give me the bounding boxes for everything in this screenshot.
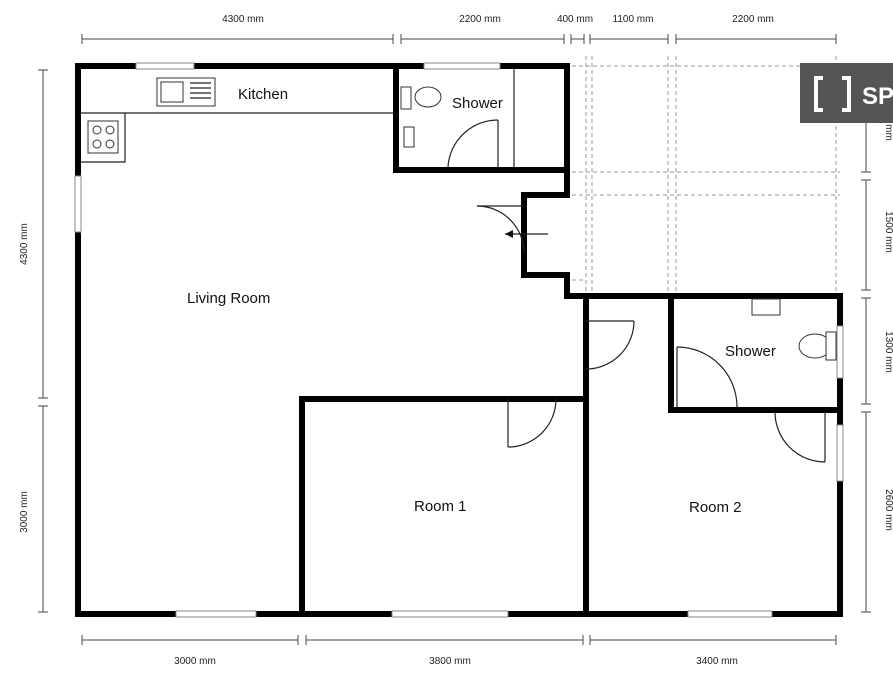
dim-right-3: 1300 mm [883,331,893,373]
room-labels: Kitchen Shower Living Room Shower Room 1… [187,86,776,516]
dim-top-5: 2200 mm [732,14,774,25]
right-shower-fixtures [751,298,837,361]
doors [476,205,826,463]
logo-text: SP [862,83,893,110]
dim-right-2: 1500 mm [883,211,893,253]
toilet-icon [414,86,442,108]
bracket-logo-icon [814,76,851,112]
entrance-arrow-icon [505,230,513,238]
dim-left-2: 3000 mm [19,491,30,533]
living-room-label: Living Room [187,290,270,307]
logo-badge: SP [800,63,893,123]
dim-top-2: 2200 mm [459,14,501,25]
stove-icon [87,120,119,154]
left-dimensions: 4300 mm 3000 mm [19,69,48,613]
walls [75,63,843,617]
windows [74,62,844,618]
kitchen-label: Kitchen [238,86,288,103]
room1-label: Room 1 [414,498,467,515]
top-dimensions: 4300 mm 2200 mm 400 mm 1100 mm 2200 mm [81,14,837,44]
shower-top-label: Shower [452,95,503,112]
dim-bottom-3: 3400 mm [696,656,738,667]
dim-right-4: 2600 mm [883,489,893,531]
dim-left-1: 4300 mm [19,223,30,265]
room2-label: Room 2 [689,499,742,516]
kitchen-counter [81,77,393,163]
dim-bottom-2: 3800 mm [429,656,471,667]
dim-top-4: 1100 mm [613,14,654,25]
dim-top-1: 4300 mm [222,14,264,25]
dim-bottom-1: 3000 mm [174,656,216,667]
shower-right-label: Shower [725,343,776,360]
right-dimensions: 1300 mm 1500 mm 1300 mm 2600 mm [861,70,893,613]
terrace-dashed-grid [572,56,840,296]
top-shower-fixtures [400,69,515,168]
bottom-dimensions: 3000 mm 3800 mm 3400 mm [81,635,837,667]
dim-top-3: 400 mm [557,14,593,25]
